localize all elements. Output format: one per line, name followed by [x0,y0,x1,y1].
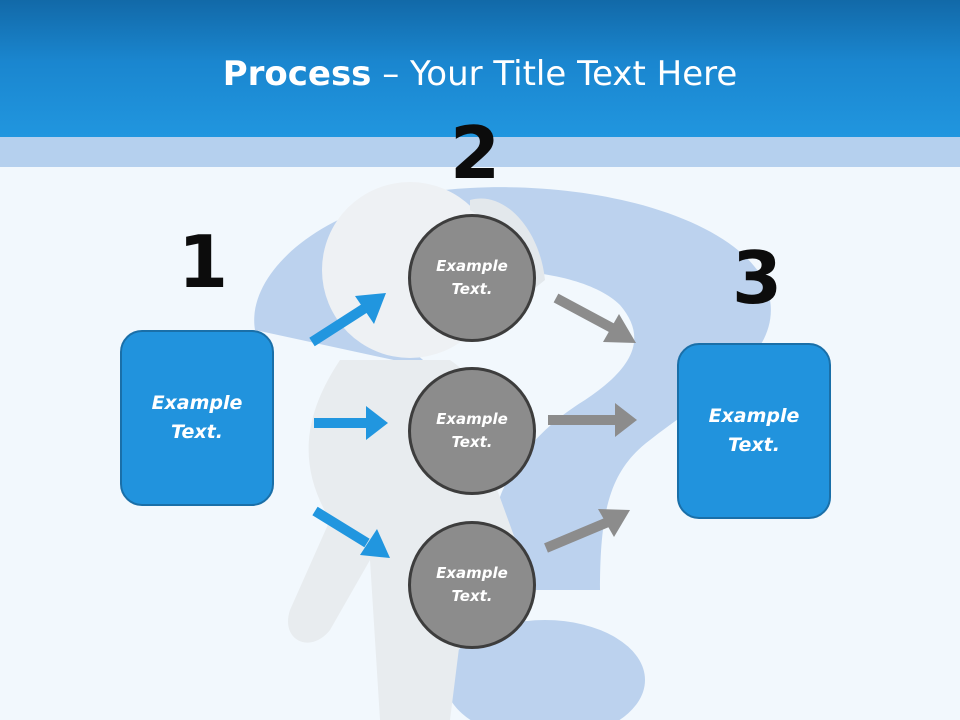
left-step-box: Example Text. [120,330,274,506]
title-bold: Process [222,54,372,94]
title-band [0,137,960,167]
step-number-1: 1 [178,220,229,304]
step-number-2: 2 [450,111,501,195]
right-step-box-text: Example Text. [708,405,800,456]
arrow-blue-up [309,293,386,347]
step-number-3: 3 [732,236,783,320]
arrow-blue-down [312,506,390,558]
arrow-gray-up [544,509,630,553]
left-step-box-text: Example Text. [151,392,243,443]
slide-title: Process – Your Title Text Here [0,52,960,96]
circle-bottom-text: Example Text. [436,564,508,605]
title-text: – Your Title Text Here [371,54,738,94]
right-step-box: Example Text. [677,343,831,519]
circle-middle-text: Example Text. [436,410,508,451]
title-bar [0,0,960,137]
arrow-gray-down [553,293,636,343]
arrow-blue-right [314,406,388,440]
circle-middle: Example Text. [408,367,536,495]
circle-top: Example Text. [408,214,536,342]
arrow-gray-right [548,403,637,437]
circle-bottom: Example Text. [408,521,536,649]
circle-top-text: Example Text. [436,257,508,298]
